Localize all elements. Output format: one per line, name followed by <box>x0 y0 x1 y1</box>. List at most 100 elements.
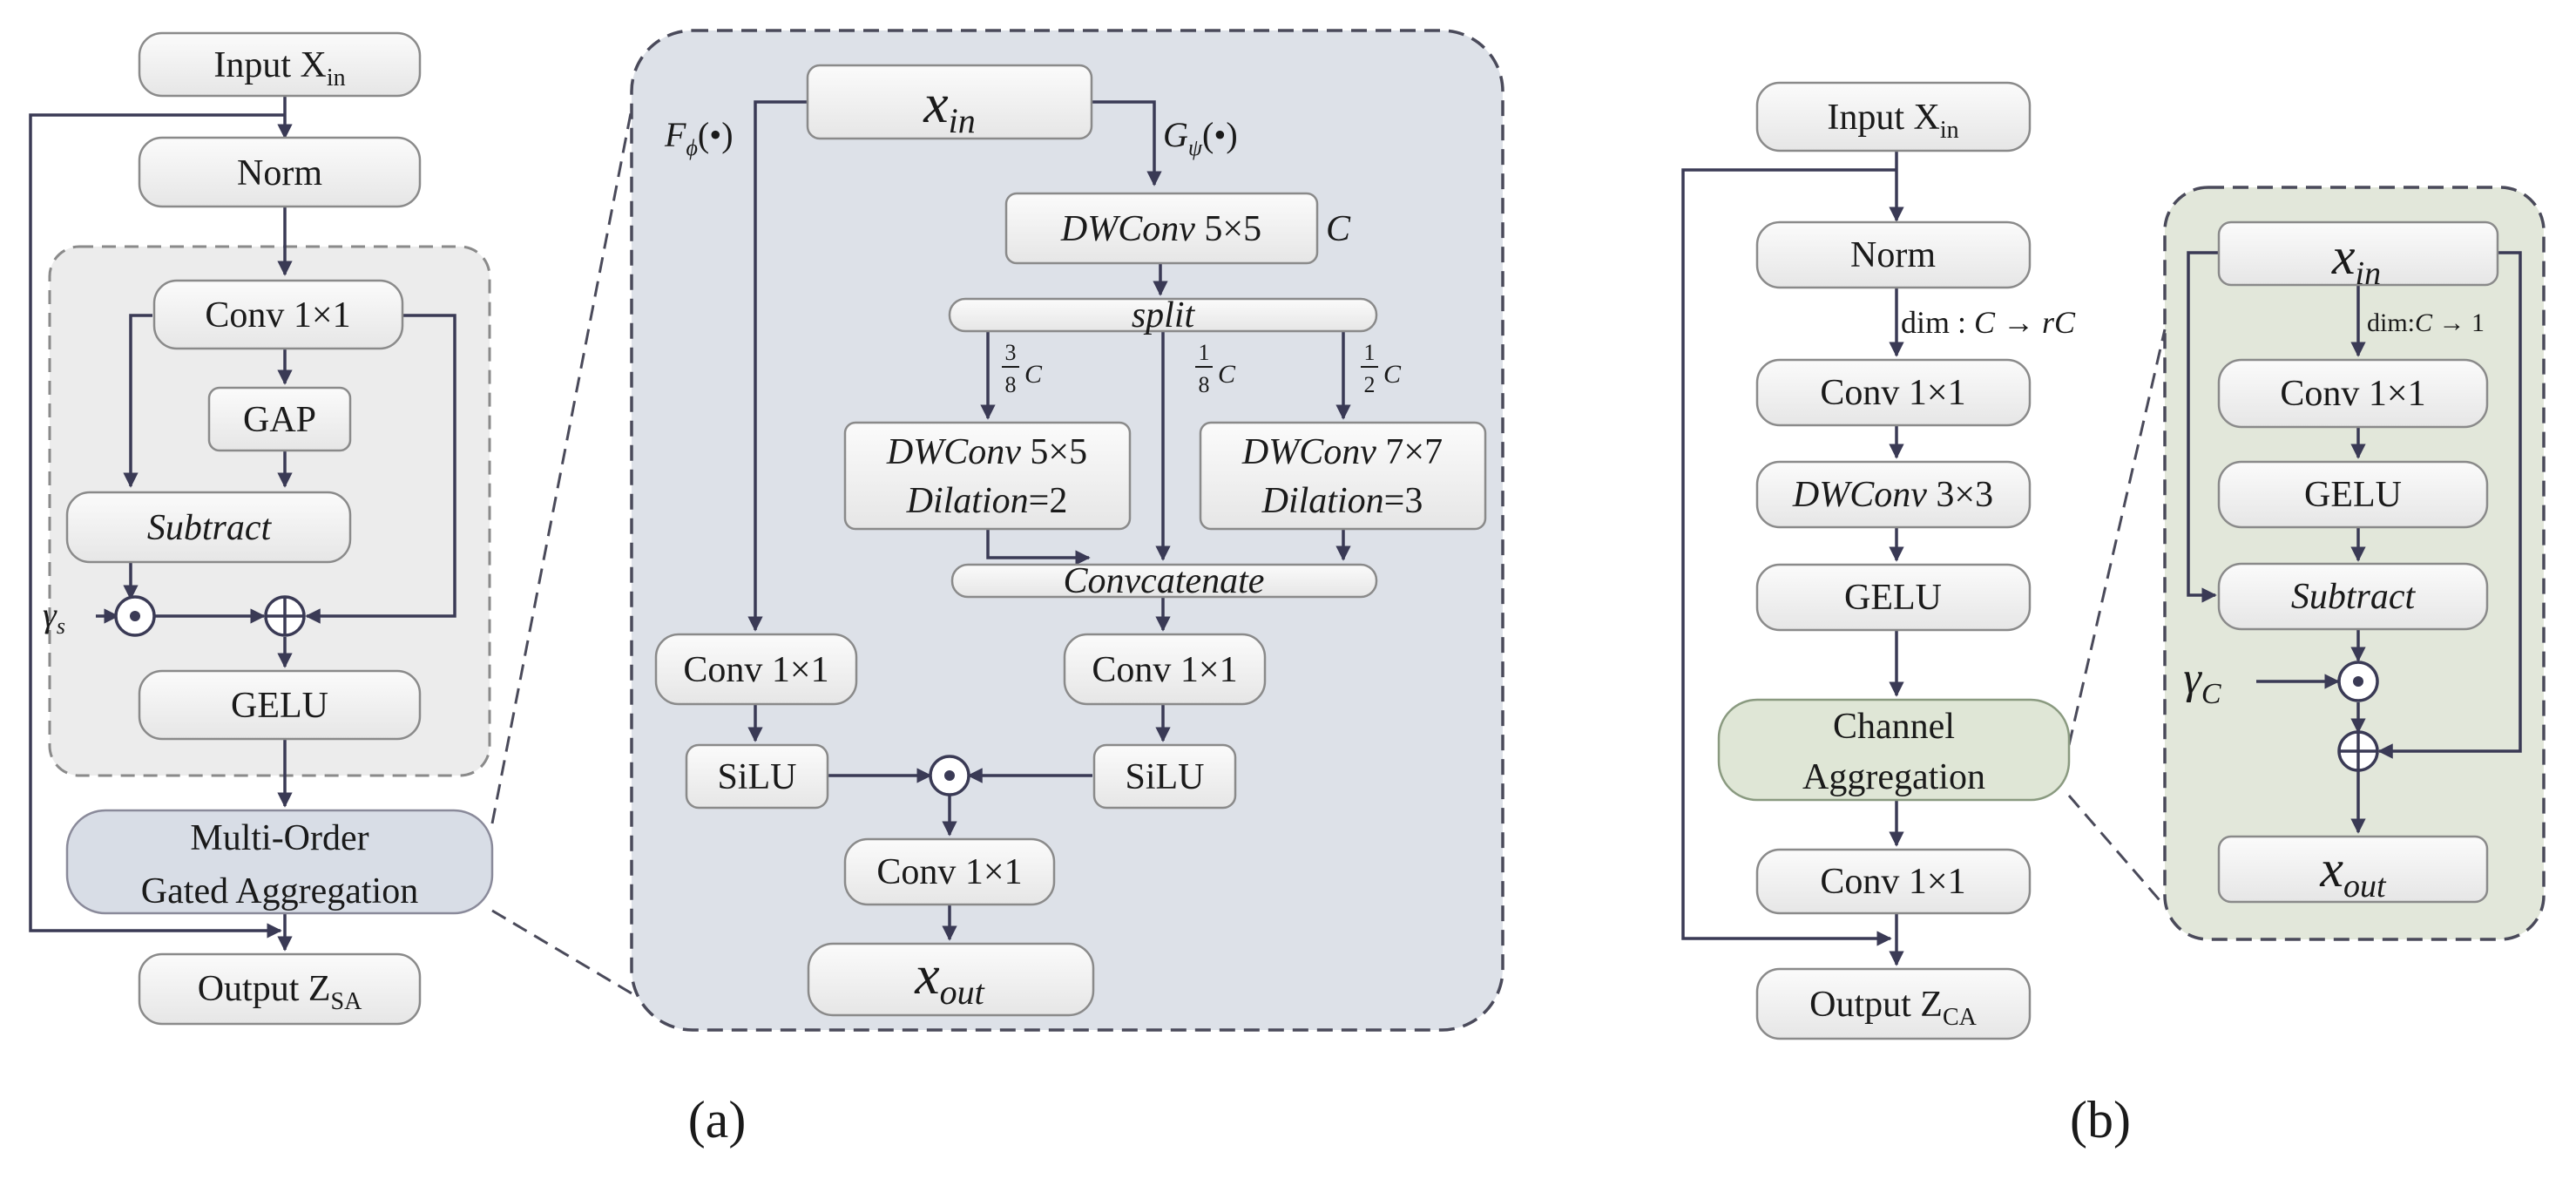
b-ca-box <box>1717 698 2071 802</box>
a-moga-box <box>65 809 494 915</box>
a-zoom-xout-label: xout <box>914 944 984 1012</box>
svg-text:C: C <box>1383 360 1402 389</box>
a-zoom-concat-bar <box>950 563 1378 599</box>
a-zoom-g-label: Gψ(•) <box>1163 115 1238 160</box>
a-zoom-silu-right-box <box>1092 743 1237 810</box>
a-zoom-conv-left-label: Conv 1×1 <box>683 650 828 690</box>
b-norm-box <box>1755 220 2032 289</box>
b-dwconv-label: DWConv 3×3 <box>1792 475 1993 515</box>
a-zoom-c-label: C <box>1326 209 1351 249</box>
b-ca-line1: Channel <box>1833 707 1955 747</box>
b-zoom-subtract-label: Subtract <box>2291 577 2417 617</box>
a-gap-label: GAP <box>243 400 316 440</box>
a-conv-box <box>152 279 404 350</box>
a-zoom-dw55-box <box>843 421 1132 531</box>
panel-b-left-wires <box>1681 151 1904 966</box>
b-zoom-conv-label: Conv 1×1 <box>2280 374 2425 414</box>
a-zoom-dw55-line1: DWConv 5×5 <box>886 432 1087 472</box>
b-dwconv-box <box>1755 460 2032 529</box>
a-input-box <box>138 31 422 98</box>
a-zoom-frac-18: 1 8 C <box>1195 340 1236 397</box>
a-output-box <box>138 952 422 1026</box>
svg-text:1: 1 <box>1199 340 1210 365</box>
svg-text:8: 8 <box>1005 372 1017 397</box>
b-conv2-box <box>1755 848 2032 915</box>
panel-b-caption: (b) <box>2070 1091 2131 1149</box>
a-conv-label: Conv 1×1 <box>205 295 350 335</box>
a-zoom-conv-left-box <box>654 633 858 706</box>
a-zoom-dwconv5-box <box>1004 192 1319 265</box>
a-zoom-xin-label: xin <box>923 72 976 140</box>
moga-zoom-panel <box>630 29 1504 1032</box>
a-moga-line2: Gated Aggregation <box>141 871 418 911</box>
a-zoom-multiply-icon <box>929 755 970 796</box>
b-conv1-box <box>1755 358 2032 427</box>
a-zoom-xout-box <box>807 942 1095 1017</box>
svg-text:C: C <box>1024 360 1043 389</box>
a-zoom-conv-right-label: Conv 1×1 <box>1092 650 1237 690</box>
a-zoom-f-label: Fϕ(•) <box>664 115 734 160</box>
b-norm-label: Norm <box>1850 235 1936 275</box>
a-gelu-label: GELU <box>231 686 328 726</box>
svg-text:1: 1 <box>1364 340 1376 365</box>
zoom-link-line-bottom <box>491 909 632 995</box>
b-zoom-xin-label: xin <box>2331 227 2381 292</box>
b-gelu-label: GELU <box>1844 578 1942 618</box>
a-zoom-conv-right-box <box>1063 633 1267 706</box>
a-gamma-label: γs <box>43 595 65 639</box>
a-moga-line1: Multi-Order <box>190 818 368 858</box>
a-multiply-icon <box>114 595 156 637</box>
a-subtract-box <box>65 491 352 564</box>
a-norm-box <box>138 136 422 208</box>
svg-text:3: 3 <box>1005 340 1017 365</box>
a-zoom-frac-38: 3 8 C <box>1002 340 1043 397</box>
b-zoom-gamma-label: γC <box>2183 654 2221 710</box>
a-zoom-dw55-line2: Dilation=2 <box>906 481 1068 521</box>
a-zoom-conv-out-label: Conv 1×1 <box>876 852 1022 892</box>
b-zoom-gelu-box <box>2217 460 2489 529</box>
b-zoom-link-line-top <box>2067 329 2167 746</box>
a-add-icon <box>264 595 306 637</box>
panel-a-caption: (a) <box>688 1091 747 1149</box>
b-zoom-dim-label: dim:C → 1 <box>2367 308 2485 337</box>
a-output-label: Output ZSA <box>198 969 362 1015</box>
b-gelu-box <box>1755 563 2032 632</box>
a-zoom-frac-12: 1 2 C <box>1361 340 1402 397</box>
a-zoom-silu-left-box <box>685 743 829 810</box>
a-zoom-xin-box <box>806 64 1093 140</box>
a-gelu-box <box>138 669 422 741</box>
a-zoom-silu-left-label: SiLU <box>717 757 796 797</box>
b-input-label: Input Xin <box>1827 98 1958 144</box>
a-zoom-split-bar <box>948 297 1378 333</box>
panel-a-zoom-wires <box>747 100 1351 941</box>
a-norm-label: Norm <box>237 153 322 193</box>
a-zoom-dwconv5-label: DWConv 5×5 <box>1060 209 1261 249</box>
a-zoom-silu-right-label: SiLU <box>1125 757 1204 797</box>
b-zoom-gelu-label: GELU <box>2304 475 2402 515</box>
a-input-label: Input Xin <box>213 45 345 91</box>
b-output-label: Output ZCA <box>1809 985 1978 1031</box>
svg-text:2: 2 <box>1364 372 1376 397</box>
b-zoom-conv-box <box>2217 358 2489 429</box>
svg-text:8: 8 <box>1199 372 1210 397</box>
a-zoom-dw77-line2: Dilation=3 <box>1261 481 1423 521</box>
b-zoom-xout-label: xout <box>2319 840 2387 905</box>
b-ca-line2: Aggregation <box>1802 757 1985 797</box>
a-zoom-concat-label: Convcatenate <box>1064 561 1265 601</box>
panel-a-left-wires <box>29 96 456 952</box>
b-zoom-subtract-box <box>2217 562 2489 631</box>
panel-b-zoom-wires <box>2187 251 2522 834</box>
a-zoom-conv-out-box <box>843 837 1056 906</box>
b-output-box <box>1755 967 2032 1040</box>
svg-text:C: C <box>1218 360 1236 389</box>
b-zoom-xout-box <box>2217 835 2489 904</box>
b-zoom-add-icon <box>2337 730 2379 772</box>
a-zoom-dw77-line1: DWConv 7×7 <box>1241 432 1443 472</box>
a-zoom-dw77-box <box>1199 421 1487 531</box>
a-zoom-split-label: split <box>1132 295 1196 335</box>
b-zoom-link-line-bottom <box>2067 795 2167 907</box>
b-dim-label: dim : C → rC <box>1901 305 2076 340</box>
a-gap-box <box>207 386 352 452</box>
